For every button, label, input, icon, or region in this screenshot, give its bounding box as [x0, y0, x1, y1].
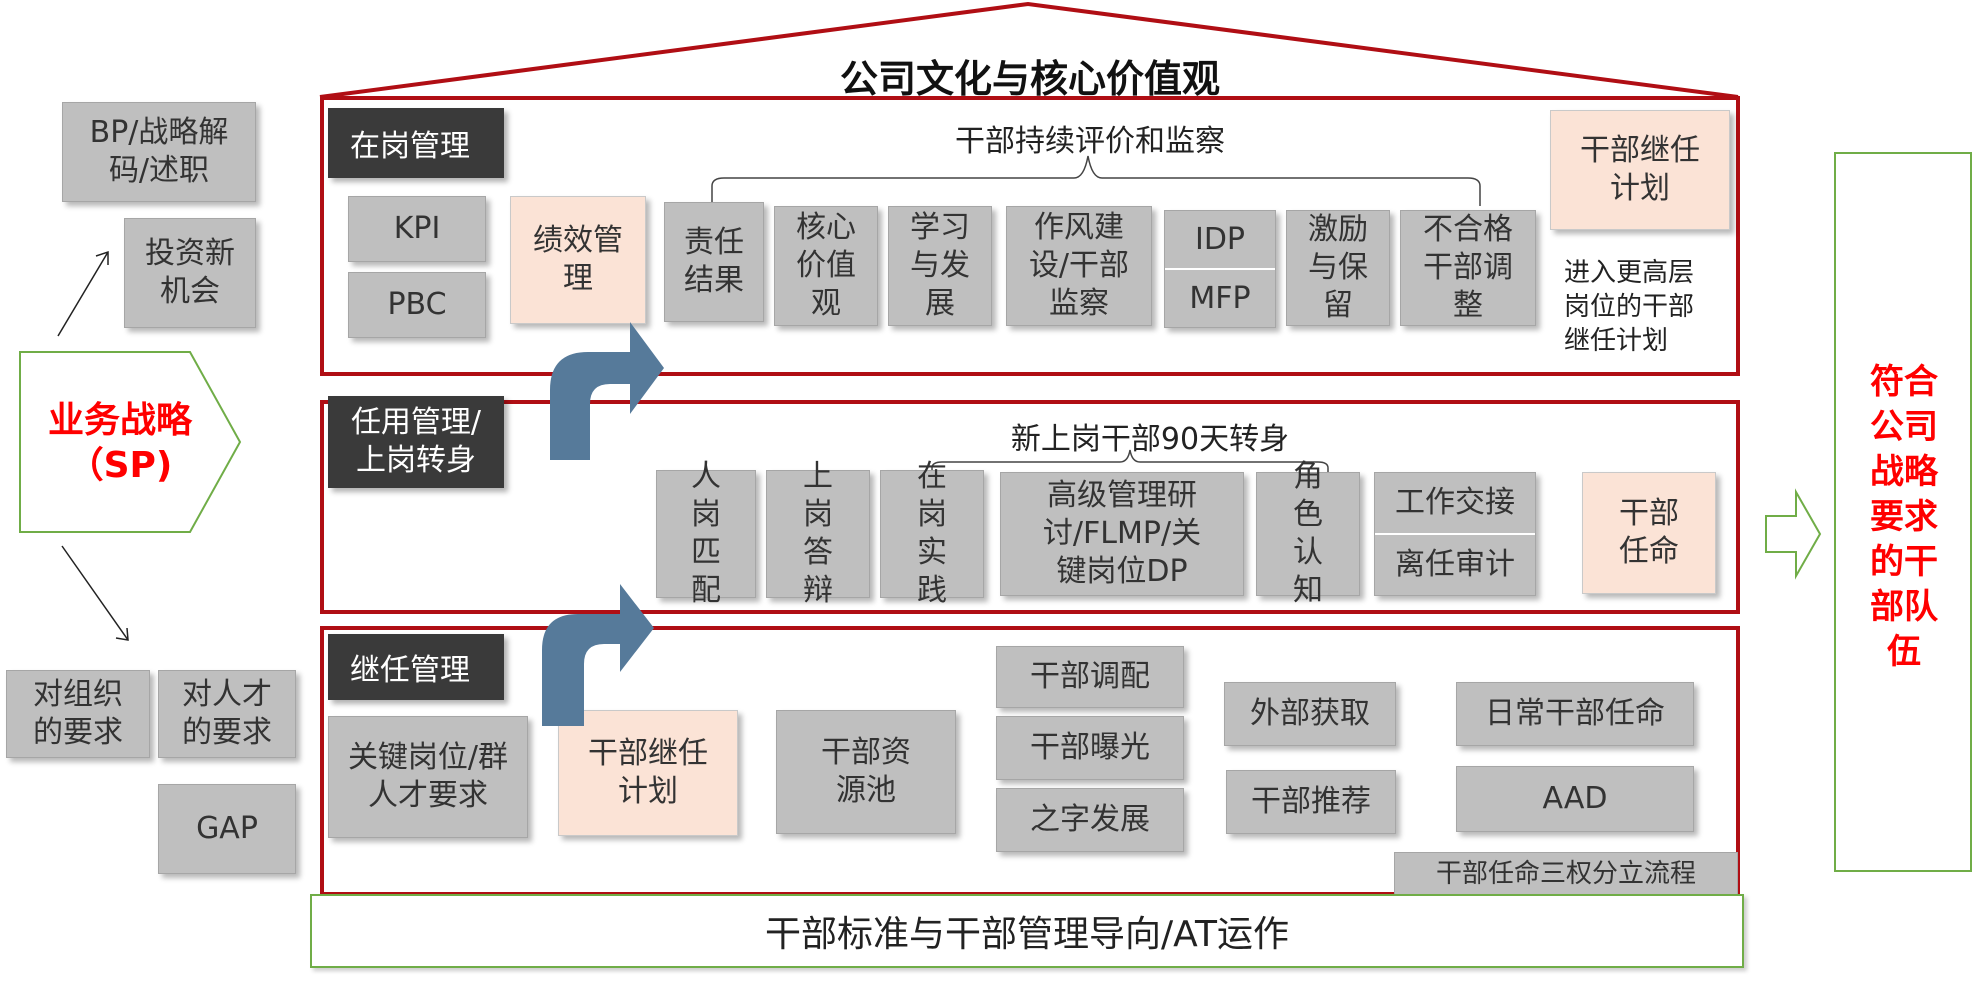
band-on-job [320, 96, 1740, 376]
result-text: 符合公司战略要求的干部队伍 [1870, 362, 1938, 672]
band-appointment [320, 400, 1740, 614]
top-brace [711, 155, 1481, 206]
result-arrow [1765, 488, 1822, 580]
core-values-box: 核心价值观 [774, 206, 878, 326]
three-power-process-box: 干部任命三权分立流程 [1394, 852, 1738, 896]
band-on-job-label: 在岗管理 [328, 108, 504, 178]
on-job-practice-box: 在岗实践 [880, 459, 984, 608]
daily-appointment-box: 日常干部任命 [1456, 682, 1694, 746]
foundation-box: 干部标准与干部管理导向/AT运作 [310, 894, 1744, 968]
external-acquisition-box: 外部获取 [1224, 682, 1396, 746]
foundation-text: 干部标准与干部管理导向/AT运作 [765, 914, 1289, 955]
mid-brace [931, 449, 1329, 476]
band-succession-label: 继任管理 [328, 634, 504, 700]
strategy-pentagon [19, 351, 242, 533]
roof [319, 1, 1739, 99]
onboarding-defense-box: 上岗答辩 [766, 459, 870, 608]
invest-box: 投资新机会 [124, 218, 256, 328]
conduct-supervision-box: 作风建设/干部监察 [1006, 206, 1152, 326]
cadre-recommendation-box: 干部推荐 [1226, 770, 1396, 834]
talent-requirement-box: 对人才的要求 [158, 670, 296, 758]
higher-post-note: 进入更高层岗位的干部继任计划 [1564, 258, 1695, 356]
blue-arrows [542, 322, 664, 726]
incentive-retention-box: 激励与保留 [1286, 210, 1390, 326]
cadre-allocation-box: 干部调配 [996, 646, 1184, 708]
pbc-box: PBC [348, 272, 486, 338]
handover-label: 工作交接 [1395, 485, 1515, 520]
mid-brace-title: 新上岗干部90天转身 [1010, 422, 1290, 457]
learning-development-box: 学习与发展 [888, 206, 992, 326]
kpi-box: KPI [348, 196, 486, 262]
senior-mgmt-seminar-box: 高级管理研讨/FLMP/关键岗位DP [1000, 472, 1244, 596]
cadre-appointment-box: 干部任命 [1582, 472, 1716, 594]
strategy-label: 业务战略（SP) [47, 400, 192, 486]
key-post-requirement-box: 关键岗位/群人才要求 [328, 716, 528, 838]
audit-label: 离任审计 [1375, 533, 1535, 595]
bp-box: BP/战略解码/述职 [62, 102, 256, 202]
resource-pool-box: 干部资源池 [776, 710, 956, 834]
band-appointment-label: 任用管理/上岗转身 [328, 396, 504, 488]
succession-plan-top-box: 干部继任计划 [1550, 110, 1730, 230]
role-cognition-box: 角色认知 [1256, 459, 1360, 608]
succession-plan-bottom-box: 干部继任计划 [558, 710, 738, 836]
performance-mgmt-box: 绩效管理 [510, 196, 646, 324]
org-requirement-box: 对组织的要求 [6, 670, 150, 758]
handover-audit-box: 工作交接 离任审计 [1374, 472, 1536, 596]
top-brace-title: 干部持续评价和监察 [955, 124, 1225, 159]
idp-mfp-box: IDP MFP [1164, 210, 1276, 328]
unqualified-adjust-box: 不合格干部调整 [1400, 210, 1536, 326]
result-box [1834, 152, 1972, 872]
idp-label: IDP [1194, 221, 1246, 257]
responsibility-result-box: 责任结果 [664, 202, 764, 322]
aad-box: AAD [1456, 766, 1694, 832]
roof-title: 公司文化与核心价值观 [839, 57, 1220, 101]
zigzag-development-box: 之字发展 [996, 788, 1184, 852]
arrows-left [57, 250, 129, 641]
cadre-exposure-box: 干部曝光 [996, 716, 1184, 780]
mfp-label: MFP [1165, 268, 1275, 327]
gap-box: GAP [158, 784, 296, 874]
